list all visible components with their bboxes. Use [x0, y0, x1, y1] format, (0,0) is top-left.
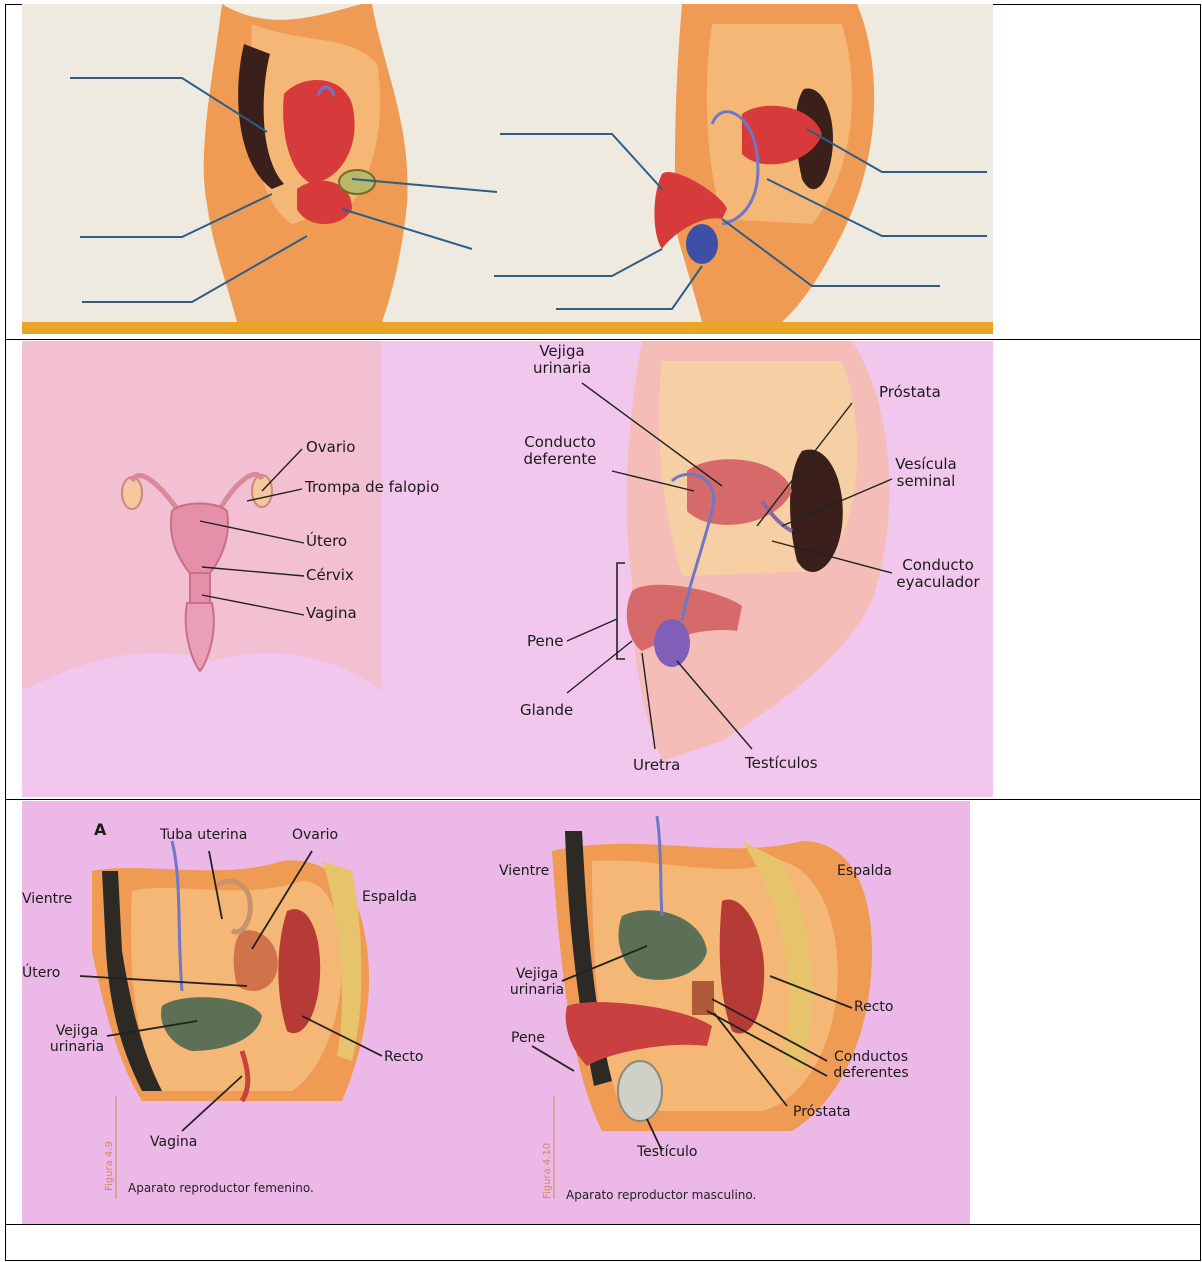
label-recto-male: Recto [854, 999, 893, 1015]
label-conducto-deferente: Conducto deferente [510, 434, 610, 469]
vejiga-m-line-2: urinaria [510, 982, 564, 998]
conducto-line-1: Conducto [524, 433, 596, 451]
labeled-diagram-art [22, 341, 993, 797]
label-vientre-female: Vientre [22, 891, 72, 907]
label-tuba-uterina: Tuba uterina [160, 827, 247, 843]
vejiga-line-1: Vejiga [539, 342, 584, 360]
vejiga-line-2: urinaria [533, 359, 591, 377]
label-vejiga-female: Vejiga urinaria [42, 1023, 112, 1055]
label-espalda-male: Espalda [837, 863, 892, 879]
label-pene-fig: Pene [511, 1030, 545, 1046]
label-uretra: Uretra [633, 757, 680, 774]
figure-number-4-9: Figura 4.9 [104, 1141, 115, 1191]
conductos-line-2: deferentes [833, 1065, 908, 1081]
caption-femenino: Aparato reproductor femenino. [128, 1181, 314, 1195]
labeled-diagram-panel: Ovario Trompa de falopio Útero Cérvix Va… [22, 341, 993, 797]
vejiga-f-line-1: Vejiga [56, 1023, 98, 1039]
label-prostata-fig: Próstata [793, 1104, 851, 1120]
label-espalda-female: Espalda [362, 889, 417, 905]
label-glande: Glande [520, 702, 573, 719]
label-ovario: Ovario [306, 439, 355, 456]
eyaculador-line-1: Conducto [902, 556, 974, 574]
label-pene: Pene [527, 633, 563, 650]
label-vejiga-male: Vejiga urinaria [502, 966, 572, 998]
label-vesicula-seminal: Vesícula seminal [886, 456, 966, 491]
label-testiculo-fig: Testículo [637, 1144, 697, 1160]
label-cervix: Cérvix [306, 567, 354, 584]
unlabeled-diagram-panel [22, 4, 993, 334]
eyaculador-line-2: eyaculador [896, 573, 979, 591]
table-cell-row4 [5, 1224, 1201, 1261]
label-prostata: Próstata [879, 384, 941, 401]
label-utero-fig: Útero [22, 965, 60, 981]
figure-number-4-10: Figura 4.10 [542, 1143, 553, 1199]
vejiga-f-line-2: urinaria [50, 1039, 104, 1055]
conductos-line-1: Conductos [834, 1049, 908, 1065]
vesicula-line-2: seminal [897, 472, 956, 490]
label-vagina-fig: Vagina [150, 1134, 197, 1150]
unlabeled-diagram-art [22, 4, 993, 334]
label-utero: Útero [306, 533, 347, 550]
label-testiculos: Testículos [745, 755, 818, 772]
textbook-figure-art [22, 801, 970, 1224]
vejiga-m-line-1: Vejiga [516, 966, 558, 982]
label-vientre-male: Vientre [499, 863, 549, 879]
conducto-line-2: deferente [524, 450, 597, 468]
textbook-figure-panel: A Tuba uterina Ovario Vientre Espalda Út… [22, 801, 970, 1224]
label-conducto-eyaculador: Conducto eyaculador [888, 557, 988, 592]
vesicula-line-1: Vesícula [895, 455, 956, 473]
figure-marker-a: A [94, 821, 106, 839]
label-trompa-de-falopio: Trompa de falopio [305, 479, 439, 496]
label-conductos-deferentes: Conductos deferentes [826, 1049, 916, 1081]
label-vejiga-urinaria: Vejiga urinaria [527, 343, 597, 378]
label-vagina: Vagina [306, 605, 357, 622]
label-recto-female: Recto [384, 1049, 423, 1065]
caption-masculino: Aparato reproductor masculino. [566, 1188, 756, 1202]
label-ovario-fig: Ovario [292, 827, 338, 843]
